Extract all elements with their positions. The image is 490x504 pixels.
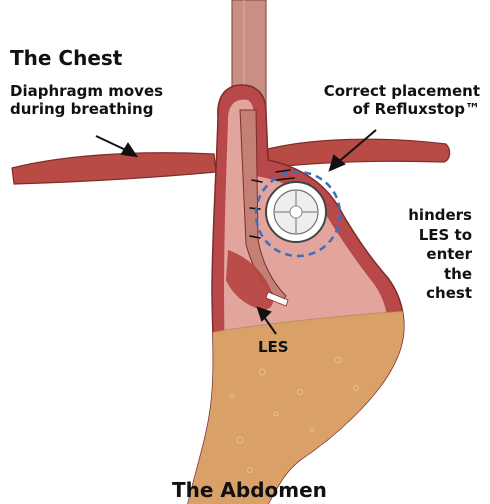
hinders-label: hinders LES to enter the chest — [408, 206, 472, 304]
les-label: LES — [258, 338, 289, 356]
refluxstop-implant — [266, 182, 326, 242]
chest-heading: The Chest — [10, 46, 122, 70]
abdomen-heading: The Abdomen — [172, 478, 327, 502]
diaphragm-label: Diaphragm moves during breathing — [10, 82, 163, 118]
stomach-contents — [180, 310, 420, 504]
diaphragm-right — [264, 139, 450, 168]
diaphragm-left — [12, 153, 216, 184]
placement-label: Correct placement of Refluxstop™ — [324, 82, 480, 118]
